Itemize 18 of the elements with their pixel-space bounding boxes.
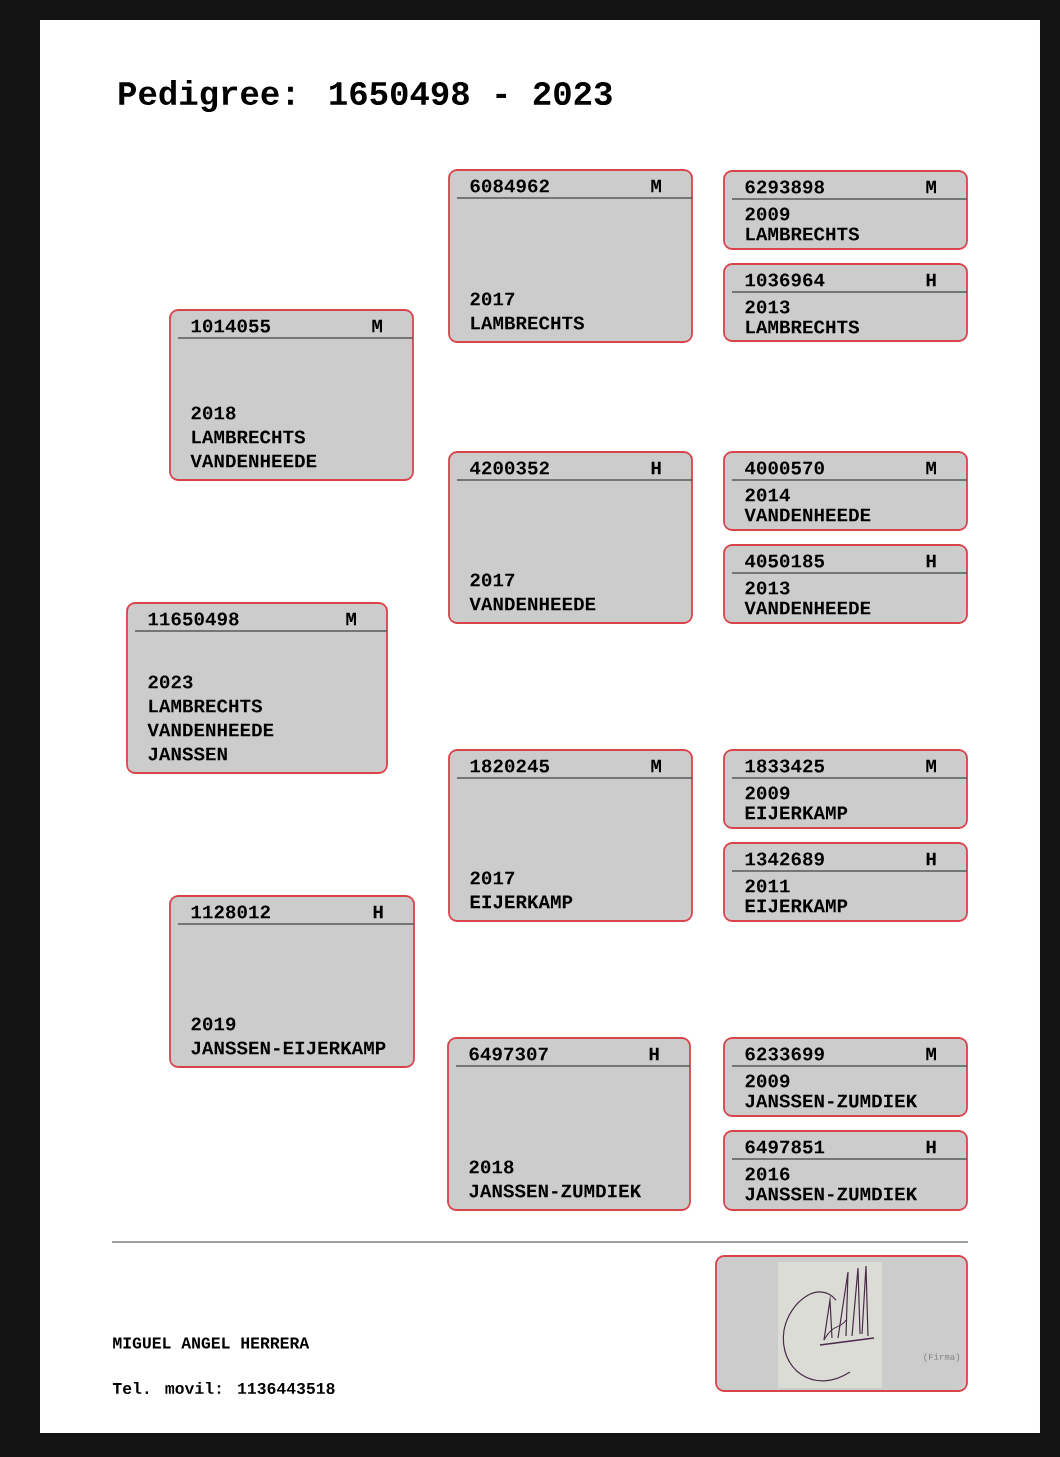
pedigree-box: 1820245 M 2017 EIJERKAMP [448,749,693,922]
pedigree-box: 4050185 H 2013 VANDENHEEDE [723,544,968,624]
pedigree-box: 6293898 M 2009 LAMBRECHTS [723,170,968,250]
title: Pedigree: 1650498 - 2023 [119,80,612,112]
phone-number: Tel. movil: 1136443518 [112,1381,335,1395]
pedigree-box: 6233699 M 2009 JANSSEN-ZUMDIEK [723,1037,968,1117]
pedigree-box: 11650498 M 2023 LAMBRECHTS VANDENHEEDE JANSSEN [126,602,388,774]
contact-name: MIGUEL ANGEL HERRERA [113,1337,310,1349]
pedigree-box: 1342689 H 2011 EIJERKAMP [723,842,968,922]
pedigree-box: 1014055 M 2018 LAMBRECHTS VANDENHEEDE [169,309,414,481]
pedigree-box: 6084962 M 2017 LAMBRECHTS [448,169,693,343]
pedigree-box: 4000570 M 2014 VANDENHEEDE [723,451,968,531]
pedigree-box: 1128012 H 2019 JANSSEN-EIJERKAMP [169,895,415,1068]
pedigree-box: 6497851 H 2016 JANSSEN-ZUMDIEK [723,1130,968,1211]
pedigree-box: 4200352 H 2017 VANDENHEEDE [448,451,693,624]
pedigree-box: 1833425 M 2009 EIJERKAMP [723,749,968,829]
pedigree-box: 6497307 H 2018 JANSSEN-ZUMDIEK [447,1037,691,1211]
pedigree-box: 1036964 H 2013 LAMBRECHTS [723,263,968,342]
